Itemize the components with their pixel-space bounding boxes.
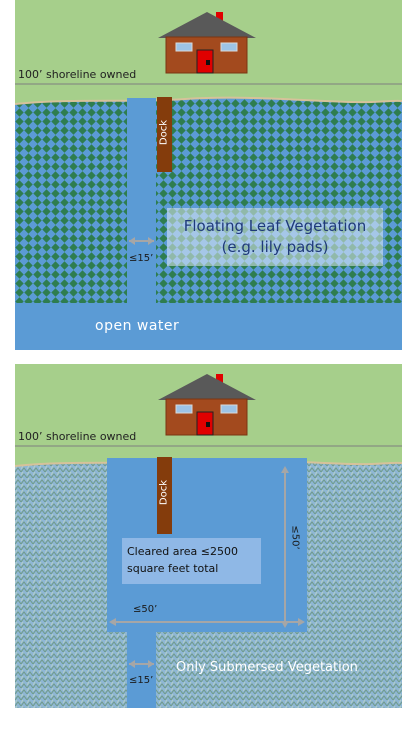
floating-leaf-panel: 100’ shoreline owned Dock ≤15’ Floating … (15, 0, 402, 350)
vegetation-example: (e.g. lily pads) (221, 238, 329, 256)
floating-leaf-diagram (15, 0, 402, 350)
submersed-vegetation-label: Only Submersed Vegetation (176, 660, 358, 675)
floating-leaf-vegetation (15, 97, 402, 305)
cleared-area-label-box (122, 538, 261, 584)
open-water (15, 303, 402, 350)
vegetation-label-box (167, 208, 383, 266)
shoreline (15, 96, 402, 105)
house-icon (158, 374, 256, 436)
cleared-area-label: Cleared area ≤2500 square feet total (127, 545, 239, 575)
channel-arrow-icon (129, 660, 154, 668)
dock-label: Dock (158, 479, 170, 506)
open-water-label: open water (95, 318, 180, 334)
submersed-diagram (15, 364, 402, 708)
channel-width-label: ≤15’ (129, 675, 154, 686)
channel-width-label: ≤15’ (129, 253, 154, 264)
submersed-panel: 100’ shoreline owned Dock Cleared area ≤… (15, 364, 402, 708)
dock-label: Dock (158, 119, 170, 146)
cleared-length-label: ≤50’ (289, 525, 301, 550)
vegetation-title: Floating Leaf Vegetation (183, 217, 367, 235)
shoreline-owned-label: 100’ shoreline owned (18, 68, 137, 81)
shoreline-owned-label: 100’ shoreline owned (18, 430, 137, 443)
width-arrow-icon (129, 237, 154, 245)
width-arrow-icon (109, 618, 305, 626)
dock-icon (157, 97, 172, 172)
dock-icon (157, 457, 172, 534)
access-channel (127, 630, 156, 708)
access-channel (127, 98, 156, 308)
house-icon (158, 12, 256, 74)
cleared-width-label: ≤50’ (133, 604, 158, 615)
